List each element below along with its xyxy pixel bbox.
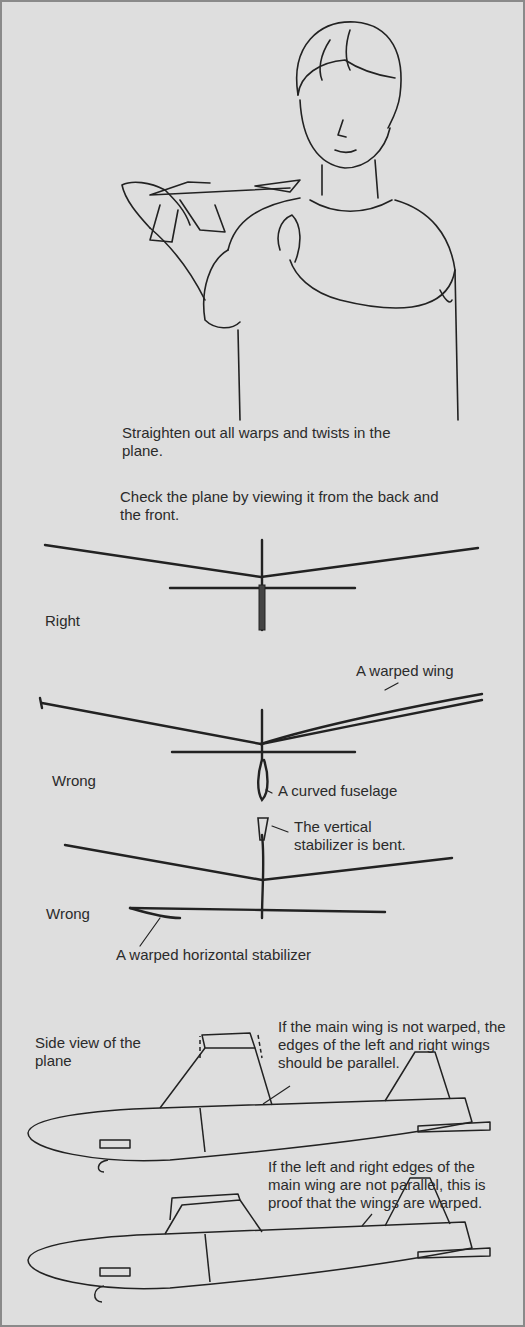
side-view-straight <box>28 1033 490 1172</box>
fault-label: The vertical stabilizer is bent. <box>294 818 414 854</box>
verdict-label: Right <box>45 612 125 630</box>
front-view-right <box>45 540 478 630</box>
note-text: If the left and right edges of the main … <box>268 1158 496 1212</box>
front-view-warped-wing <box>40 683 482 800</box>
person-figure <box>122 22 458 420</box>
verdict-label: Wrong <box>52 772 132 790</box>
fault-label: A warped wing <box>356 662 506 680</box>
verdict-label: Wrong <box>46 905 126 923</box>
view-label: Side view of the plane <box>35 1034 165 1070</box>
note-text: If the main wing is not warped, the edge… <box>278 1018 518 1072</box>
front-view-bent-stabilizer <box>65 818 452 946</box>
instruction-text: Straighten out all warps and twists in t… <box>122 424 422 460</box>
instruction-text: Check the plane by viewing it from the b… <box>120 488 460 524</box>
fault-label: A warped horizontal stabilizer <box>116 946 326 964</box>
fault-label: A curved fuselage <box>278 782 458 800</box>
